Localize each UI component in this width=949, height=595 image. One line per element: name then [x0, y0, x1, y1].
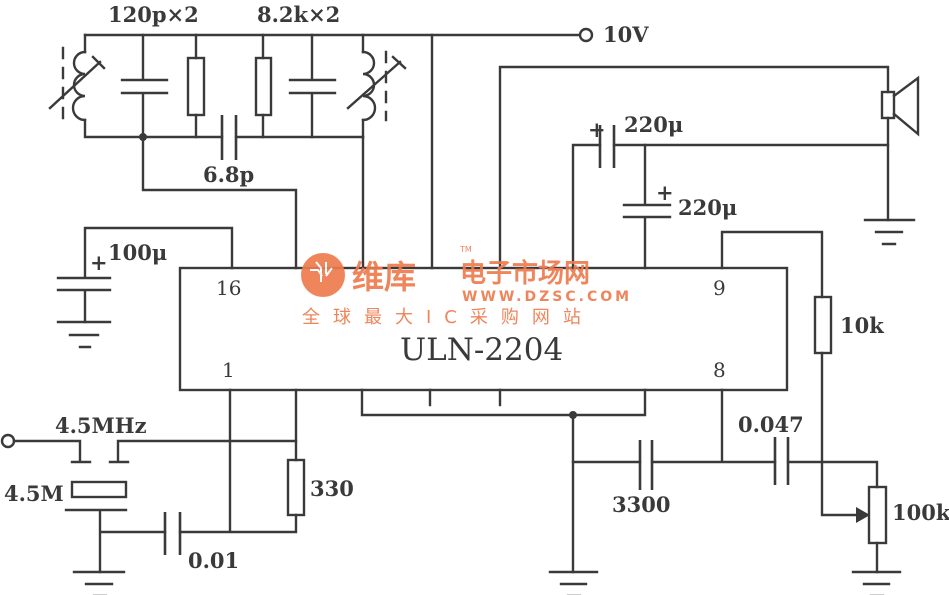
watermark-slogan: 全球最大IC采购网站	[302, 307, 594, 328]
label-10k: 10k	[840, 313, 884, 338]
ground-symbol	[863, 218, 916, 246]
logo-icon	[301, 253, 345, 297]
label-220u-out: 220μ	[624, 112, 683, 137]
pin-8-label: 8	[713, 358, 726, 382]
input-terminal[interactable]	[0, 433, 16, 449]
wiper-arrow	[856, 507, 870, 523]
capacitor-220u-boot	[622, 143, 672, 270]
plus-sign: +	[656, 180, 674, 205]
capacitor-120p-2	[288, 33, 337, 139]
plus-sign: +	[588, 117, 606, 142]
junction-dot	[569, 411, 577, 419]
capacitor-3300	[638, 440, 654, 490]
watermark-cn: 电子市场网	[460, 258, 590, 289]
label-330: 330	[310, 476, 354, 501]
label-cap-pair: 120p×2	[108, 2, 199, 27]
ground-symbol	[548, 570, 599, 595]
ic-name: ULN-2204	[400, 332, 563, 368]
capacitor-001	[163, 512, 182, 555]
resistor-10k	[813, 295, 833, 355]
label-3300: 3300	[612, 492, 670, 517]
plus-sign: +	[90, 250, 108, 275]
ic-body	[178, 266, 789, 392]
label-res-pair: 8.2k×2	[257, 2, 340, 27]
capacitor-220u-out	[598, 125, 616, 168]
label-supply: 10V	[603, 22, 649, 47]
resistor-330	[286, 458, 306, 517]
capacitor-100u	[56, 226, 234, 324]
crystal-filter	[70, 480, 128, 499]
pin-16-label: 16	[216, 276, 241, 300]
capacitor-6p8	[220, 115, 238, 160]
pin-9-label: 9	[713, 276, 726, 300]
label-crystal-freq: 4.5MHz	[55, 413, 147, 438]
label-001: 0.01	[188, 548, 239, 573]
pin-1-label: 1	[222, 358, 235, 382]
ground-symbol	[851, 570, 902, 595]
label-100u: 100μ	[108, 240, 167, 265]
label-100k: 100k	[892, 500, 949, 525]
potentiometer-100k[interactable]	[867, 485, 888, 545]
watermark-tm: TM	[459, 245, 472, 254]
watermark-url: WWW.DZSC.COM	[462, 289, 632, 305]
tank-circuit	[48, 27, 594, 270]
watermark-logo: 维库 TM 电子市场网 WWW.DZSC.COM 全球最大IC采购网站	[301, 245, 632, 328]
ground-symbol	[72, 570, 126, 595]
label-6p8: 6.8p	[203, 162, 254, 187]
supply-terminal[interactable]	[578, 27, 594, 43]
label-0047: 0.047	[738, 412, 804, 437]
ground-symbol	[56, 320, 112, 349]
capacitor-120p-1	[120, 33, 169, 139]
capacitor-0047	[773, 437, 790, 485]
watermark-brand: 维库	[352, 258, 416, 296]
label-220u-boot: 220μ	[678, 195, 737, 220]
label-crystal: 4.5M	[4, 481, 64, 506]
speaker-icon	[880, 90, 896, 120]
